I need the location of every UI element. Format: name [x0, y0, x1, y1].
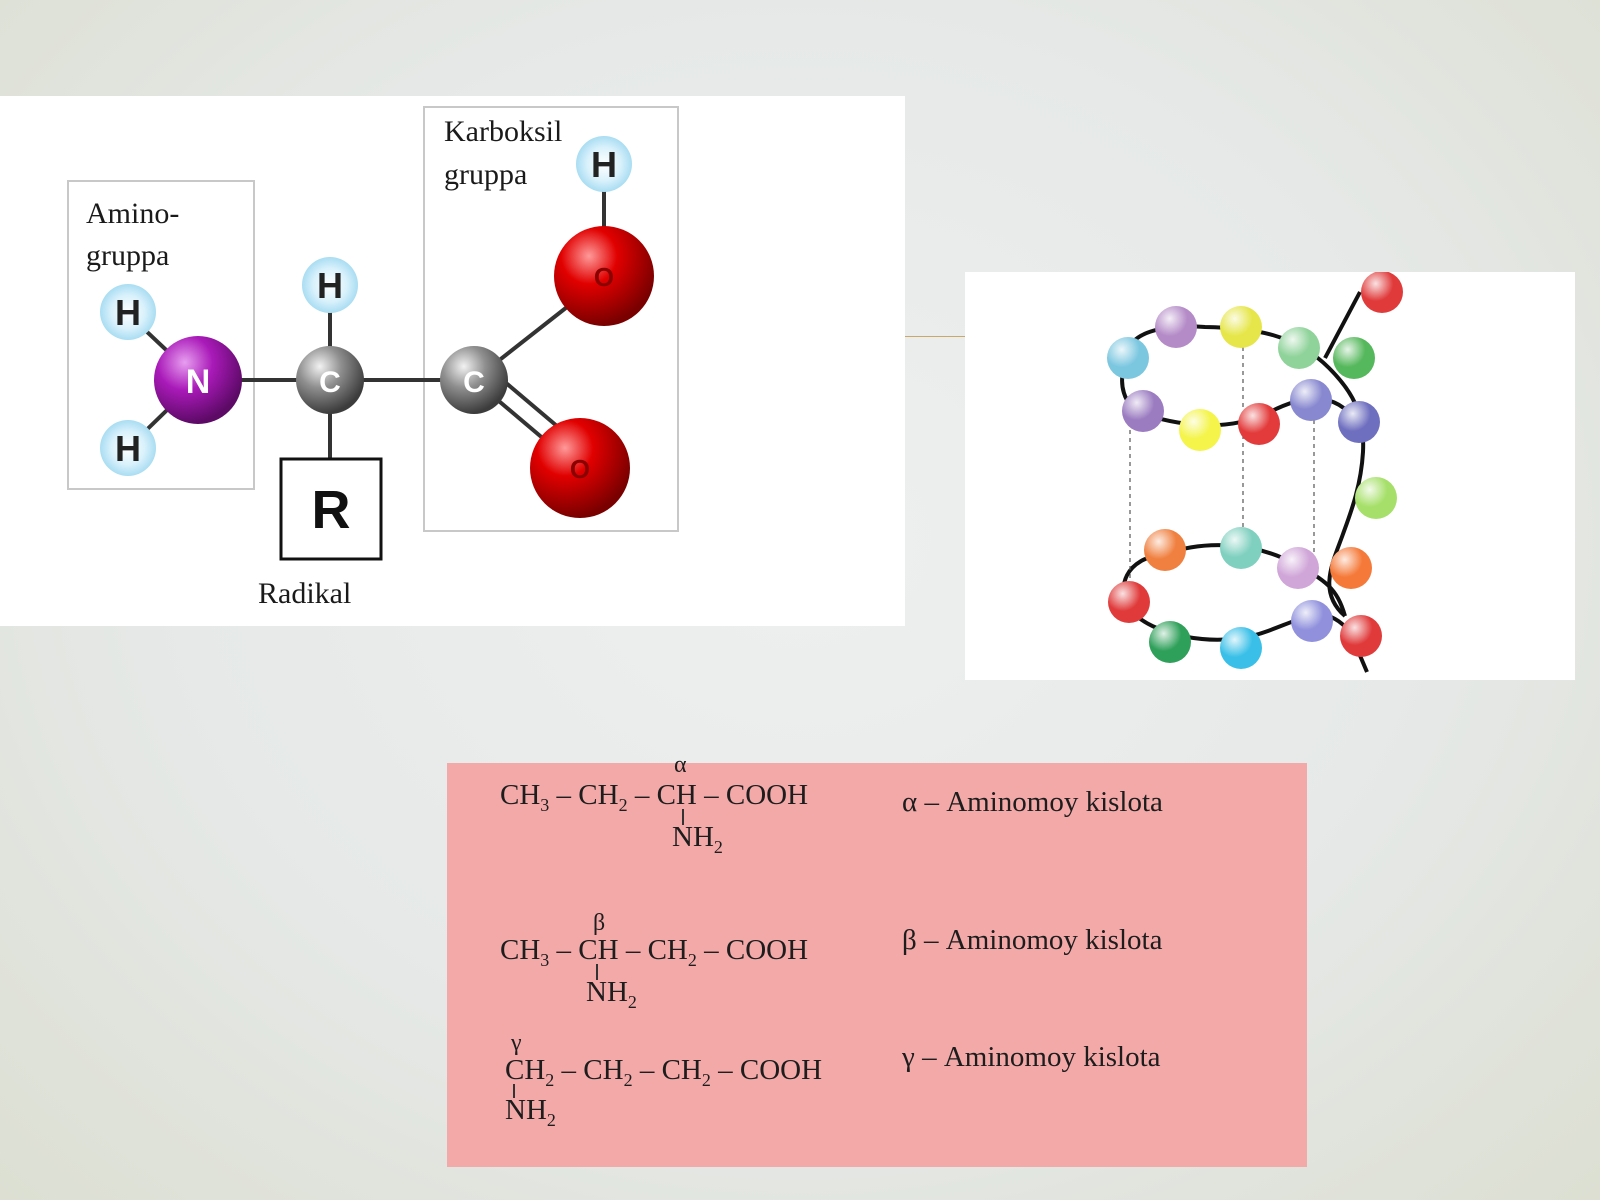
svg-text:H: H — [317, 265, 343, 306]
hydrogen-atom-alpha: H — [302, 257, 358, 313]
amino-acid-bead — [1340, 615, 1382, 657]
amino-acid-bead — [1220, 306, 1262, 348]
formula-alpha-greek-marker: α — [674, 752, 687, 778]
radical-symbol: R — [312, 480, 351, 540]
amino-acid-structure-panel: Amino- gruppa Karboksil gruppa R Radikal… — [0, 96, 905, 626]
amino-acid-diagram: Amino- gruppa Karboksil gruppa R Radikal… — [67, 106, 679, 610]
hydrogen-atom-carboxyl: H — [576, 136, 632, 192]
formula-gamma-greek-marker: γ — [511, 1030, 522, 1056]
formula-gamma: CH2 – CH2 – CH2 – COOH — [505, 1054, 823, 1090]
amino-acid-bead — [1220, 527, 1262, 569]
svg-text:C: C — [463, 366, 485, 399]
amino-acid-types-panel: α CH3 – CH2 – CH – COOH NH2 α – Aminomoy… — [447, 753, 1307, 1167]
svg-text:O: O — [594, 262, 614, 292]
amino-acid-beads — [1107, 271, 1403, 669]
panel-connector-line — [905, 336, 965, 337]
formula-gamma-name: γ – Aminomoy kislota — [902, 1041, 1161, 1073]
alpha-helix-illustration — [1107, 271, 1403, 673]
svg-text:H: H — [591, 144, 617, 185]
amino-acid-bead — [1338, 401, 1380, 443]
amino-acid-bead — [1277, 547, 1319, 589]
amino-acid-bead — [1330, 547, 1372, 589]
hydrogen-bond-lines — [1129, 347, 1315, 582]
formula-alpha: CH3 – CH2 – CH – COOH — [500, 779, 809, 815]
amino-acid-bead — [1108, 581, 1150, 623]
svg-text:N: N — [186, 363, 211, 401]
carboxyl-carbon-atom: C — [440, 346, 508, 414]
svg-text:H: H — [115, 292, 141, 333]
amino-group-label-line2: gruppa — [86, 239, 169, 272]
formula-beta-bond — [596, 964, 598, 980]
svg-text:H: H — [115, 428, 141, 469]
formula-beta: CH3 – CH – CH2 – COOH — [500, 934, 809, 970]
formula-alpha-name: α – Aminomoy kislota — [902, 786, 1163, 818]
alpha-carbon-atom: C — [296, 346, 364, 414]
amino-acid-bead — [1122, 390, 1164, 432]
formula-alpha-bond — [682, 809, 684, 825]
amino-acid-bead — [1291, 600, 1333, 642]
amino-acid-bead — [1107, 337, 1149, 379]
alpha-helix-panel — [965, 271, 1575, 680]
hydroxyl-oxygen-atom: O — [554, 226, 654, 326]
formula-gamma-substituent: NH2 — [505, 1094, 556, 1130]
amino-acid-bead — [1290, 379, 1332, 421]
carboxyl-group-label-line2: gruppa — [444, 158, 527, 191]
amino-acid-bead — [1220, 627, 1262, 669]
radical-label: Radikal — [258, 577, 351, 610]
amino-acid-bead — [1179, 409, 1221, 451]
amino-acid-bead — [1333, 337, 1375, 379]
amino-acid-bead — [1238, 403, 1280, 445]
amino-acid-bead — [1155, 306, 1197, 348]
carboxyl-group-label-line1: Karboksil — [444, 115, 562, 148]
hydrogen-atom-amino-top: H — [100, 284, 156, 340]
formula-alpha-substituent: NH2 — [672, 821, 723, 857]
amino-acid-bead — [1361, 271, 1403, 313]
carbonyl-oxygen-atom: O — [530, 418, 630, 518]
formula-beta-greek-marker: β — [593, 910, 606, 936]
formula-beta-substituent: NH2 — [586, 976, 637, 1012]
radical-box — [279, 457, 383, 561]
amino-acid-bead — [1278, 327, 1320, 369]
svg-text:C: C — [319, 366, 341, 399]
amino-group-label-line1: Amino- — [86, 197, 179, 230]
hydrogen-atom-amino-bottom: H — [100, 420, 156, 476]
formula-gamma-bond — [513, 1084, 515, 1098]
amino-acid-bead — [1149, 621, 1191, 663]
nitrogen-atom: N — [154, 336, 242, 424]
amino-group-box — [67, 180, 255, 490]
svg-text:O: O — [570, 454, 590, 484]
amino-acid-bead — [1355, 477, 1397, 519]
amino-acid-bead — [1144, 529, 1186, 571]
formula-beta-name: β – Aminomoy kislota — [902, 924, 1163, 956]
